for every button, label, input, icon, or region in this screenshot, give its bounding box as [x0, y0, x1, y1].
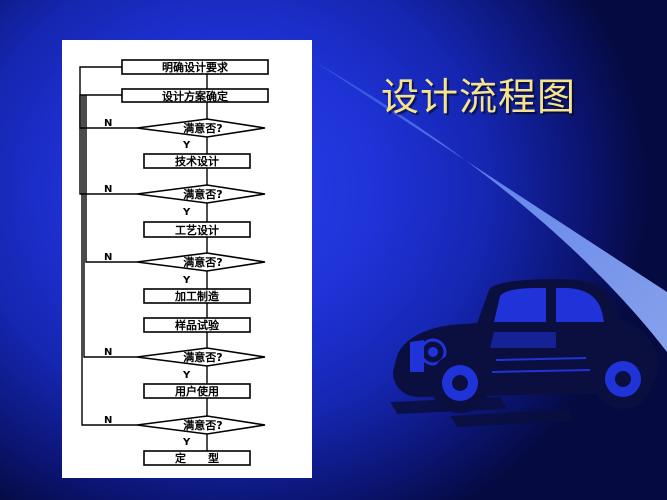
loop-5	[81, 95, 137, 426]
decision-text: 满意否?	[183, 418, 222, 432]
decision-text: 满意否?	[183, 350, 222, 364]
step-text: 用户使用	[175, 384, 219, 398]
no-label: N	[104, 415, 112, 426]
loop-3	[85, 95, 137, 263]
step-text: 工艺设计	[175, 223, 219, 237]
step-box	[121, 59, 269, 75]
feedback-loops	[79, 66, 137, 426]
decision-diamond	[136, 118, 266, 138]
step-box	[143, 288, 251, 304]
yes-label: Y	[182, 437, 191, 448]
no-label: N	[104, 118, 112, 129]
yes-label: Y	[182, 275, 191, 286]
step-text: 明确设计要求	[162, 60, 229, 74]
step-box	[143, 153, 251, 169]
step-text: 样品试验	[175, 318, 220, 332]
decision-diamond	[136, 347, 266, 367]
process-boxes	[121, 59, 269, 466]
flowchart-panel: 明确设计要求 设计方案确定 技术设计 工艺设计 加工制造 样品试验 用户使用 定…	[62, 40, 312, 478]
step-text: 加工制造	[174, 289, 220, 303]
yes-label: Y	[182, 207, 191, 218]
step-text: 定 型	[175, 451, 219, 465]
step-box	[121, 88, 269, 103]
no-label: N	[104, 252, 112, 263]
decision-diamond	[136, 184, 266, 204]
flowchart: 明确设计要求 设计方案确定 技术设计 工艺设计 加工制造 样品试验 用户使用 定…	[79, 59, 269, 466]
decision-text: 满意否?	[183, 255, 222, 269]
loop-4	[83, 95, 137, 358]
decision-text: 满意否?	[183, 121, 222, 135]
step-box	[143, 383, 251, 399]
step-box	[143, 221, 251, 238]
yes-label: Y	[182, 140, 191, 151]
yes-label: Y	[182, 370, 191, 381]
step-text: 设计方案确定	[162, 89, 228, 103]
decision-diamonds	[136, 118, 266, 435]
no-label: N	[104, 184, 112, 195]
loop-2	[79, 94, 137, 195]
decision-text: 满意否?	[183, 187, 222, 201]
step-box	[143, 317, 251, 333]
decision-diamond	[136, 252, 266, 272]
step-text: 技术设计	[175, 154, 219, 168]
step-box	[143, 450, 251, 466]
no-label: N	[104, 347, 112, 358]
decision-diamond	[136, 415, 266, 435]
slide-title: 设计流程图	[381, 75, 577, 119]
